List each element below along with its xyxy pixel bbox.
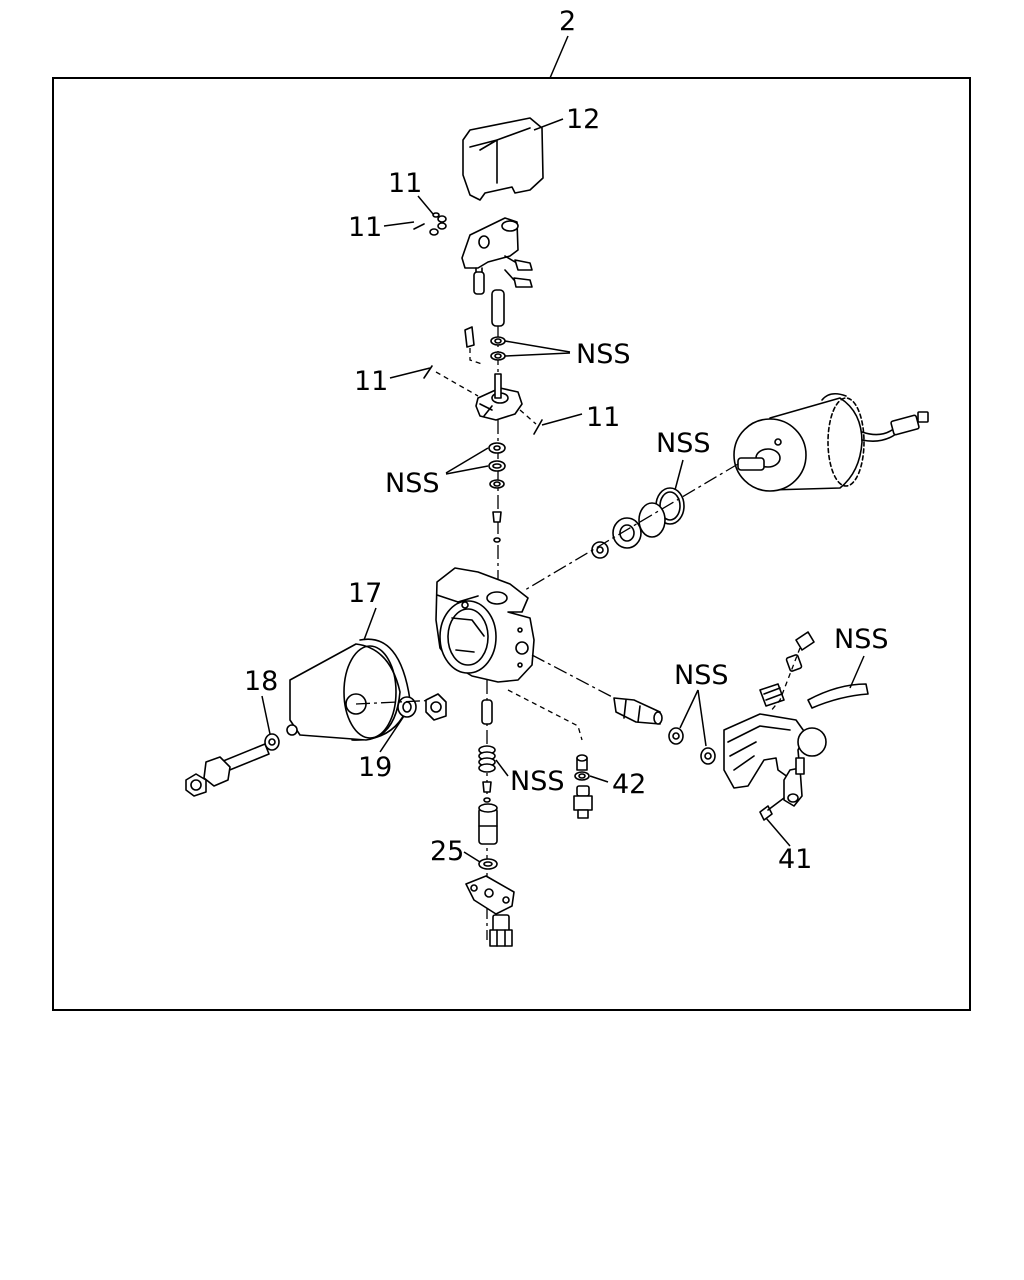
callout-42-label: 42 <box>612 769 646 800</box>
callout-18[interactable]: 18 <box>244 666 278 735</box>
callout-18-label: 18 <box>244 666 278 697</box>
bracket-bolts <box>759 631 815 713</box>
washers-middle <box>488 442 506 543</box>
callout-11-d-label: 11 <box>586 402 620 433</box>
callout-nss-upper[interactable]: NSS <box>504 339 630 370</box>
washer-42 <box>574 771 590 781</box>
callout-nss-cable-label: NSS <box>834 624 888 655</box>
callout-25-label: 25 <box>430 836 464 867</box>
pin-c <box>423 365 433 379</box>
nut-right-of-cap <box>425 693 447 721</box>
pin-guide-c <box>435 371 479 397</box>
assembly-frame <box>52 77 971 1011</box>
callout-11-b-label: 11 <box>348 212 382 243</box>
bolt-left <box>185 743 270 797</box>
lower-plunger <box>478 803 498 845</box>
callout-nss-cable[interactable]: NSS <box>834 624 888 689</box>
callout-nss-spring-label: NSS <box>510 766 564 797</box>
motor-seals <box>591 487 685 559</box>
cable-part <box>807 683 869 709</box>
callout-nss-middle[interactable]: NSS <box>385 447 489 499</box>
callout-nss-upper-label: NSS <box>576 339 630 370</box>
lower-pin <box>481 699 493 725</box>
guide-to-fitting <box>507 689 583 741</box>
washer-25 <box>478 858 498 870</box>
lever-part <box>475 373 523 421</box>
fitting-bolt <box>573 785 593 819</box>
callout-2[interactable]: 2 <box>549 6 576 79</box>
cover-part <box>462 117 544 201</box>
lower-bolt <box>489 914 513 947</box>
upper-bracket <box>461 217 533 295</box>
callout-11-b[interactable]: 11 <box>348 212 415 243</box>
callout-11-c[interactable]: 11 <box>354 366 431 397</box>
callout-11-a[interactable]: 11 <box>388 168 434 215</box>
pin-d <box>533 419 543 435</box>
callout-2-label: 2 <box>559 6 576 37</box>
callout-11-d[interactable]: 11 <box>541 402 620 433</box>
main-housing <box>435 567 535 683</box>
spring-part <box>478 745 496 803</box>
callout-42[interactable]: 42 <box>589 769 646 800</box>
washers-upper <box>464 326 506 365</box>
callout-11-c-label: 11 <box>354 366 388 397</box>
axis-motor <box>524 463 739 591</box>
washer-19 <box>397 696 417 718</box>
axis-sensor <box>531 654 619 701</box>
callout-19[interactable]: 19 <box>358 715 405 783</box>
callout-19-label: 19 <box>358 752 392 783</box>
sensor-part <box>613 697 663 725</box>
callout-12-label: 12 <box>566 104 600 135</box>
callout-2-leader <box>549 35 569 79</box>
callout-17-label: 17 <box>348 578 382 609</box>
callout-11-a-leader <box>417 195 434 215</box>
motor-part <box>733 392 929 492</box>
bolt-41 <box>759 797 785 821</box>
callout-nss-motor-label: NSS <box>656 428 710 459</box>
callout-nss-washers[interactable]: NSS <box>674 660 728 747</box>
pin-parts-top <box>413 212 447 236</box>
lower-plate <box>465 875 515 915</box>
callout-17[interactable]: 17 <box>348 578 382 641</box>
cap-part <box>286 643 401 741</box>
callout-nss-spring[interactable]: NSS <box>495 759 564 797</box>
callout-41[interactable]: 41 <box>765 817 812 875</box>
washer-18 <box>264 733 280 751</box>
bracket-part <box>723 713 827 807</box>
callout-25[interactable]: 25 <box>430 836 481 867</box>
callout-11-b-leader <box>383 221 415 227</box>
fitting-part <box>576 754 588 771</box>
callout-nss-washers-label: NSS <box>674 660 728 691</box>
callout-11-a-label: 11 <box>388 168 422 199</box>
callout-nss-middle-label: NSS <box>385 468 439 499</box>
washers-right <box>668 727 716 765</box>
callout-41-label: 41 <box>778 844 812 875</box>
callout-12-leader <box>533 118 564 131</box>
shaft-part <box>491 289 505 327</box>
callout-nss-motor[interactable]: NSS <box>656 428 710 491</box>
callout-12[interactable]: 12 <box>533 104 600 135</box>
